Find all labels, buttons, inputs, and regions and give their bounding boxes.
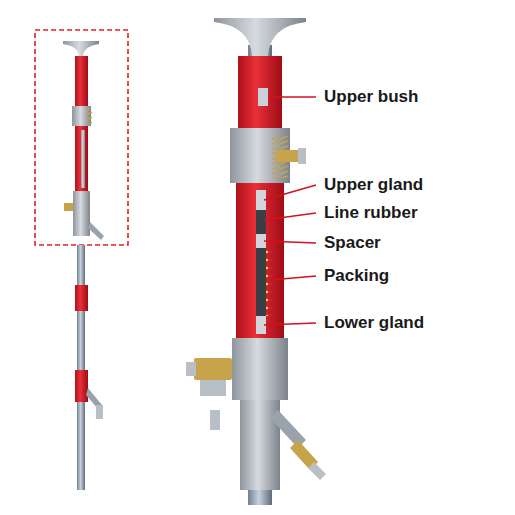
- packing: [256, 248, 266, 316]
- flare: [214, 18, 306, 56]
- zoom-frame: [35, 30, 128, 245]
- overall-view: [35, 30, 128, 490]
- upper-bush: [238, 56, 282, 128]
- part-label: Packing: [322, 267, 391, 286]
- line-rubber: [256, 210, 266, 234]
- part-label: Spacer: [322, 234, 383, 253]
- zoomed-view: [186, 18, 326, 505]
- flare: [63, 41, 99, 56]
- part-label: Lower gland: [322, 314, 426, 333]
- part-label: Line rubber: [322, 204, 420, 223]
- rod: [77, 245, 85, 490]
- packing-housing: [236, 183, 284, 338]
- leader-lines: [264, 97, 316, 325]
- part-label: Upper bush: [322, 88, 420, 107]
- part-label: Upper gland: [322, 176, 425, 195]
